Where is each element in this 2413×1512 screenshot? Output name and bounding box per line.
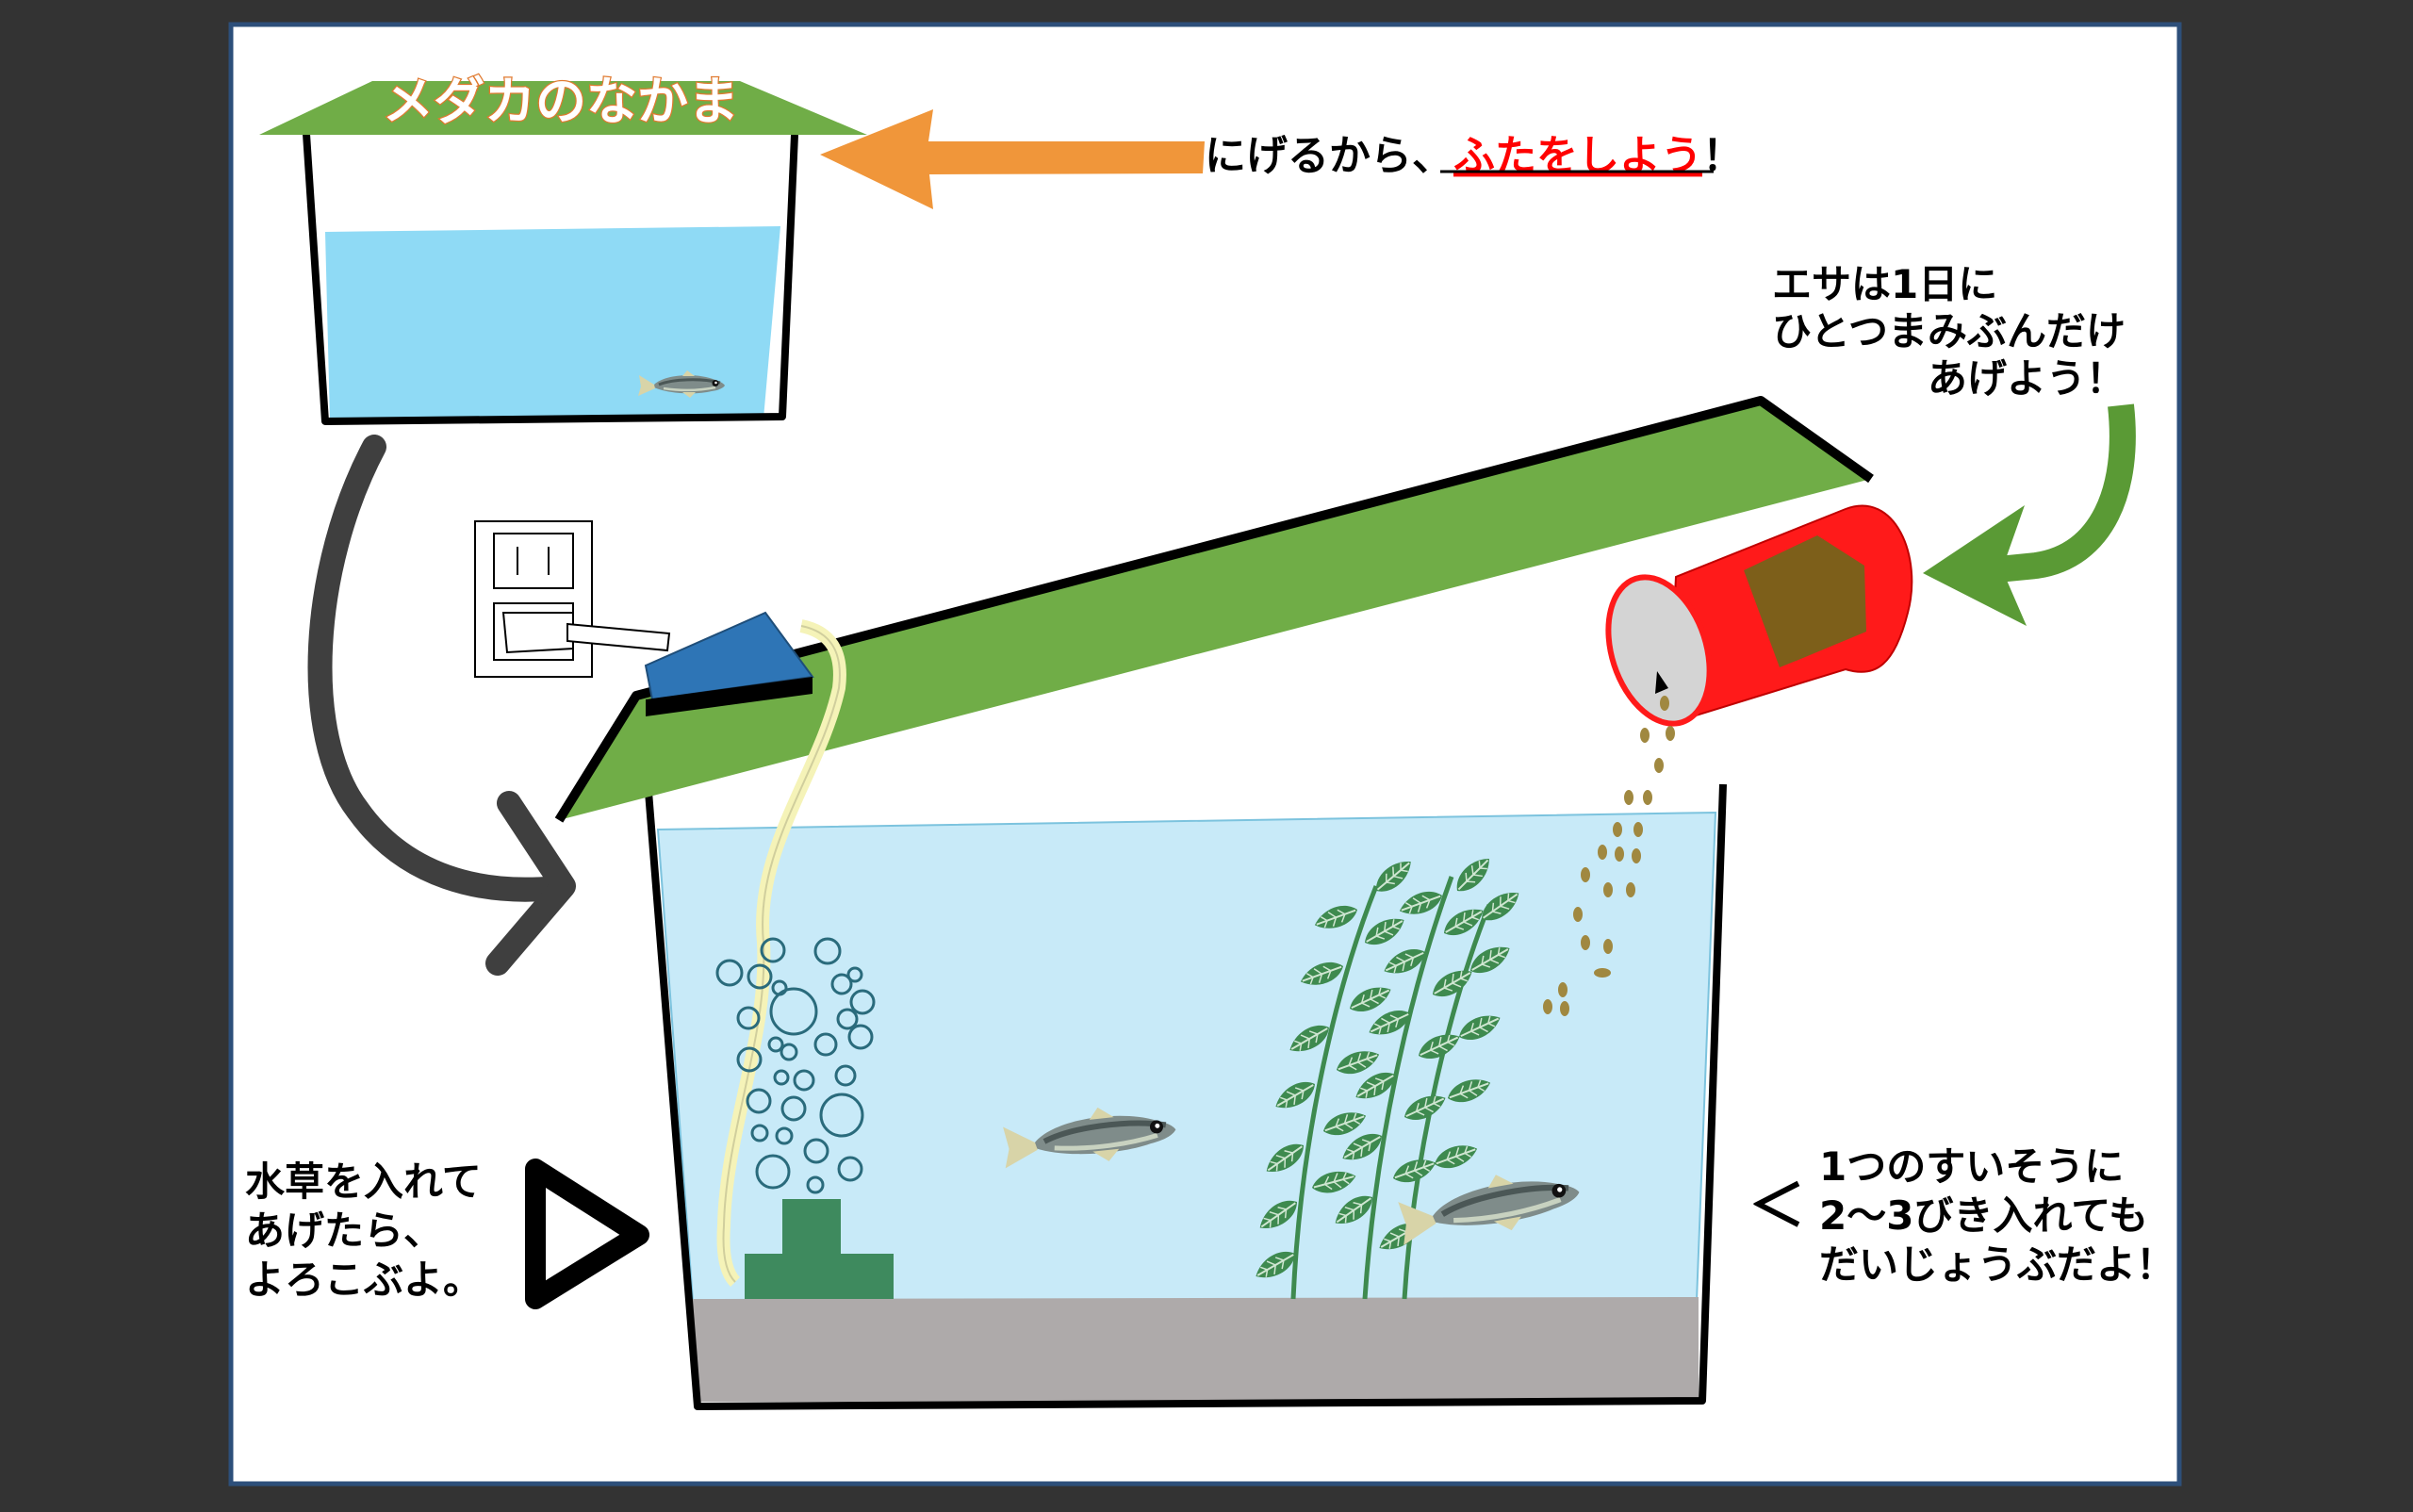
- plants-note-line3: よろこぶよ。: [245, 1257, 483, 1303]
- power-outlet: [474, 520, 671, 678]
- transfer-arrow: [307, 435, 576, 976]
- plug: [501, 612, 574, 654]
- main-tank: [645, 783, 1727, 1410]
- power-cord: [566, 622, 671, 652]
- count-note: 1つのすいそうに 2〜3びき入れても だいじょうぶだよ！: [1819, 1143, 2175, 1288]
- outlet-plate: [474, 520, 593, 678]
- plants-note: 水草を入れて あげたら、 よろこぶよ。: [245, 1159, 495, 1303]
- food-arrow: [1923, 403, 2136, 626]
- food-note-line2: ひとつまみぶんだけ: [1772, 308, 2126, 354]
- plants-note-line1: 水草を入れて: [245, 1159, 482, 1205]
- box-roof: [259, 81, 867, 135]
- lid-arrow: [820, 109, 1205, 209]
- tank-lid: [554, 396, 1874, 823]
- tank-gravel: [691, 1297, 1699, 1402]
- play-triangle-icon: [525, 1159, 649, 1309]
- food-note: エサは1日に ひとつまみぶんだけ あげよう！: [1772, 261, 2140, 402]
- green-arrow-icon: [1996, 403, 2136, 583]
- plants-note-line2: あげたら、: [245, 1208, 443, 1254]
- medaka-box: メダカのなかま: [259, 71, 867, 425]
- air-pump: [644, 611, 814, 716]
- food-pellets: [1543, 696, 1675, 1016]
- food-note-line1: エサは1日に: [1772, 261, 1997, 307]
- tank-outline: [645, 783, 1727, 1410]
- lid-note-prefix: にげるから、: [1205, 132, 1453, 180]
- can-label: [1744, 535, 1866, 667]
- bubbles: [715, 937, 876, 1194]
- can-lid: [1605, 574, 1713, 727]
- box-title: メダカのなかま: [383, 72, 739, 131]
- box-water: [325, 226, 780, 421]
- count-note-arrow-icon: ＜: [1748, 1174, 1805, 1240]
- count-note-line2: 2〜3びき入れても: [1819, 1192, 2148, 1239]
- food-can: [1605, 504, 1913, 727]
- air-stone: [745, 1199, 894, 1299]
- plants-pointer: [525, 1159, 649, 1309]
- orange-arrow-icon: [820, 109, 1205, 209]
- curved-arrow-icon: [307, 435, 568, 902]
- count-note-line1: 1つのすいそうに: [1819, 1143, 2124, 1190]
- lid-panel: [559, 401, 1871, 820]
- food-note-line3: あげよう！: [1928, 355, 2126, 402]
- box-outline: [303, 133, 798, 425]
- count-note-line3: だいじょうぶだよ！: [1819, 1241, 2175, 1288]
